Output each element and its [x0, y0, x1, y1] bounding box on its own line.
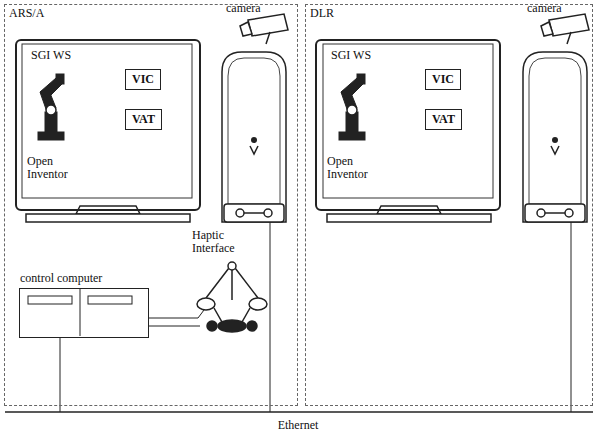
station-dlr	[323, 14, 589, 412]
node-text: VIC	[432, 73, 454, 86]
node-text: control computer	[20, 272, 102, 285]
haptic-device	[197, 262, 267, 332]
device-label: camera	[527, 2, 562, 15]
workstation-monitor: SGI WS Open Inventor VIC VAT	[315, 39, 501, 211]
site-region: ARS/A SGI WS Open Inventor VIC VAT control co…	[4, 4, 298, 406]
tool-box: VAT	[125, 109, 162, 130]
tool-box: VAT	[425, 109, 462, 130]
computer-drives	[28, 288, 132, 336]
workstation-monitor: SGI WS Open Inventor VIC VAT	[15, 39, 201, 211]
node-text: SGI WS	[31, 49, 71, 62]
station-ars	[22, 14, 288, 412]
network-label: Ethernet	[278, 419, 319, 432]
node-text: VIC	[132, 73, 154, 86]
wires	[5, 310, 593, 412]
ethernet-bus	[5, 411, 593, 413]
node-text: SGI WS	[331, 49, 371, 62]
node-text: VAT	[132, 113, 155, 126]
node-text: ARS/A	[9, 7, 44, 20]
node-text: VAT	[432, 113, 455, 126]
device-label: Haptic Interface	[192, 229, 248, 254]
node-text: Open Inventor	[27, 155, 89, 180]
device-label: camera	[226, 2, 261, 15]
node-text: Open Inventor	[327, 155, 389, 180]
node-text: DLR	[310, 7, 334, 20]
tool-box: VIC	[425, 69, 461, 90]
site-region: DLR SGI WS Open Inventor VIC VAT	[305, 4, 593, 406]
computer-box: control computer	[19, 288, 149, 338]
tool-box: VIC	[125, 69, 161, 90]
